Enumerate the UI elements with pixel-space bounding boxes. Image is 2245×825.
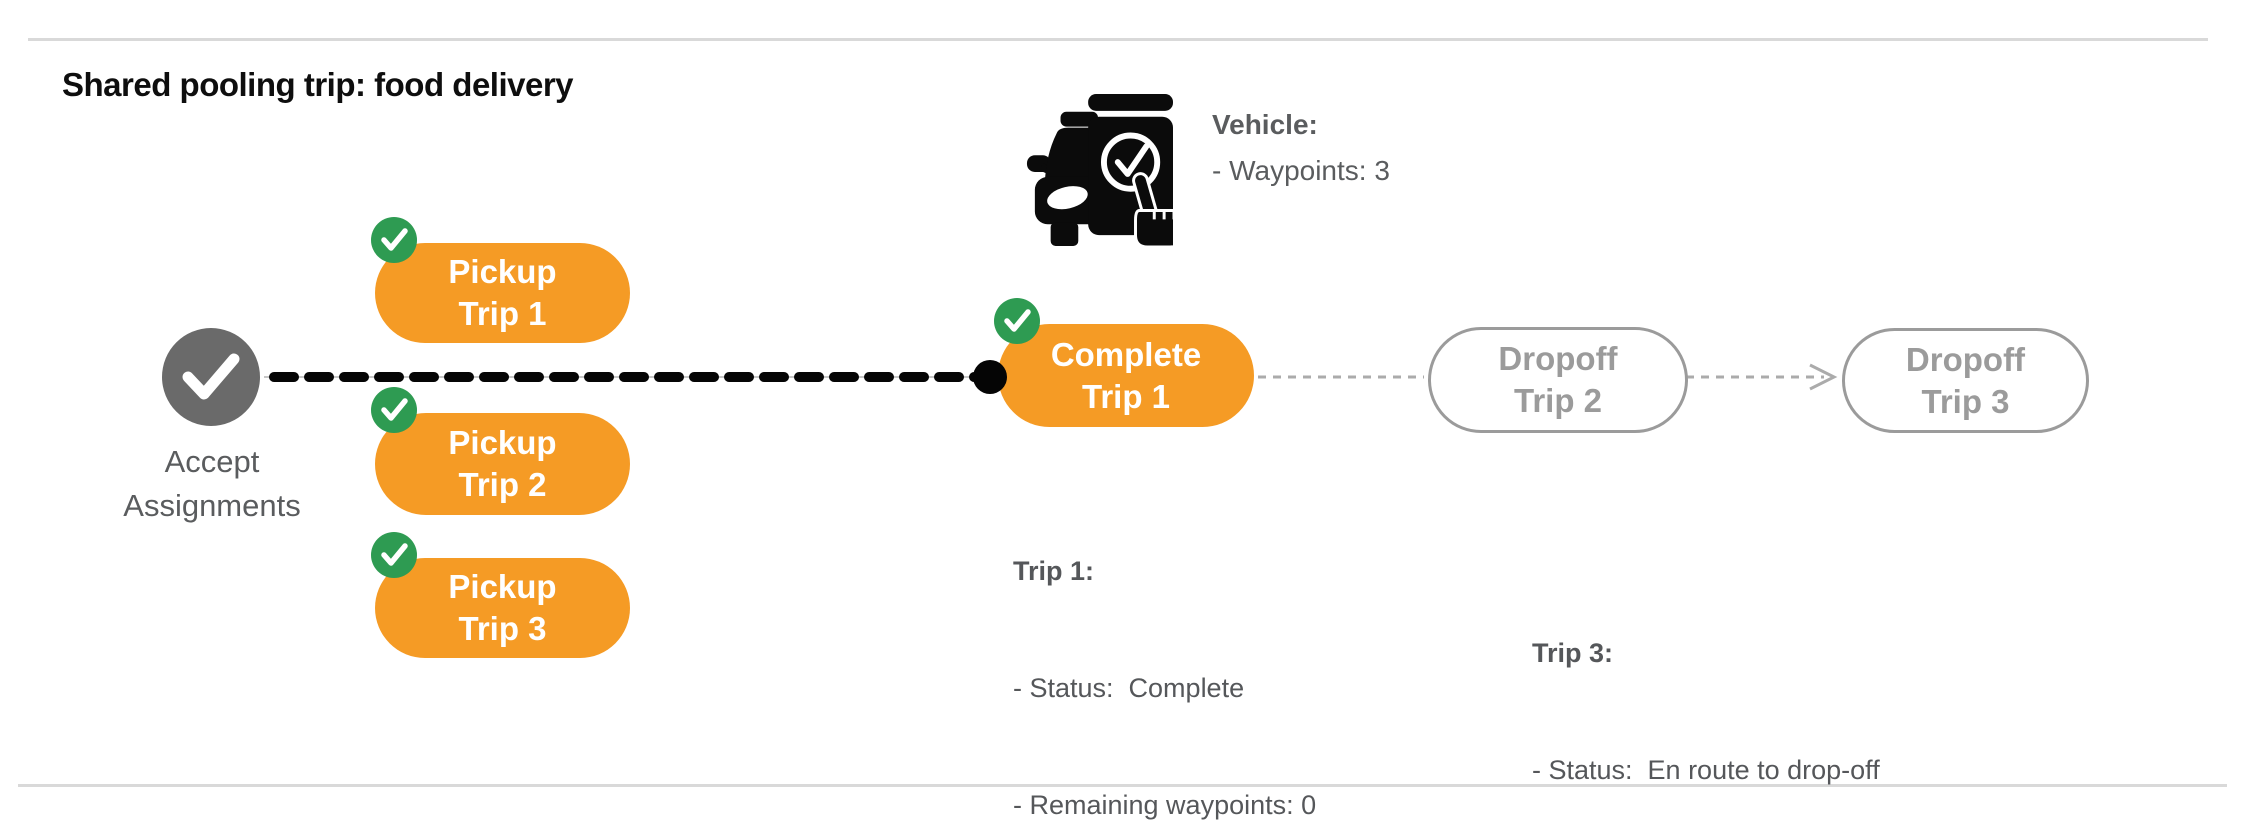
dropoff3-line1: Dropoff xyxy=(1905,340,2026,378)
pickup2-line2: Trip 2 xyxy=(458,466,547,503)
accept-label-line1: Accept xyxy=(164,444,260,479)
page-title: Shared pooling trip: food delivery xyxy=(62,66,574,103)
check-badge-icon xyxy=(371,387,417,433)
top-divider xyxy=(28,38,2208,41)
current-position-dot xyxy=(973,360,1007,394)
trip1-status: - Status: Complete xyxy=(1013,673,1245,703)
pickup1-line1: Pickup xyxy=(448,253,557,290)
dropoff3-line2: Trip 3 xyxy=(1921,382,2010,420)
node-pickup-trip-1: Pickup Trip 1 xyxy=(371,217,630,343)
check-badge-icon xyxy=(371,217,417,263)
accept-assignments-label: Accept Assignments xyxy=(88,440,336,528)
pickup3-line1: Pickup xyxy=(448,568,557,605)
dropoff2-line2: Trip 2 xyxy=(1513,382,1603,419)
check-badge-icon xyxy=(371,532,417,578)
node-dropoff-trip-2: Dropoff Trip 2 xyxy=(1428,327,1688,433)
pickup3-line2: Trip 3 xyxy=(458,610,547,647)
complete-line1: Complete xyxy=(1050,335,1202,373)
trip3-heading: Trip 3: xyxy=(1532,638,1614,668)
checkmark-icon xyxy=(182,353,240,400)
arrowhead-icon xyxy=(1809,363,1838,391)
vehicle-waypoints: - Waypoints: 3 xyxy=(1212,155,1390,186)
check-badge-icon xyxy=(994,298,1040,344)
dropoff2-line1: Dropoff xyxy=(1498,340,1618,377)
vehicle-phone-check-icon xyxy=(1026,94,1173,249)
trip1-waypoints: - Remaining waypoints: 0 xyxy=(1013,790,1317,820)
node-pickup-trip-2: Pickup Trip 2 xyxy=(371,387,630,515)
bottom-divider xyxy=(18,784,2227,787)
node-complete-trip-1: Complete Trip 1 xyxy=(994,298,1254,427)
trip3-status: - Status: En route to drop-off xyxy=(1532,755,1880,785)
pickup2-line1: Pickup xyxy=(448,424,557,461)
trip1-heading: Trip 1: xyxy=(1013,556,1095,586)
status-block-trip-3: Trip 3: - Status: En route to drop-off -… xyxy=(1532,556,1880,825)
pickup1-line2: Trip 1 xyxy=(458,295,547,332)
vehicle-info: Vehicle: - Waypoints: 3 xyxy=(1212,102,1390,194)
vehicle-label: Vehicle: xyxy=(1212,109,1318,140)
node-pickup-trip-3: Pickup Trip 3 xyxy=(371,532,630,658)
accept-label-line2: Assignments xyxy=(123,488,301,523)
node-dropoff-trip-3: Dropoff Trip 3 xyxy=(1842,328,2089,433)
accept-assignments-node xyxy=(162,328,260,426)
status-block-trips-1-2: Trip 1: - Status: Complete - Remaining w… xyxy=(1013,474,1361,825)
complete-line2: Trip 1 xyxy=(1081,377,1171,415)
